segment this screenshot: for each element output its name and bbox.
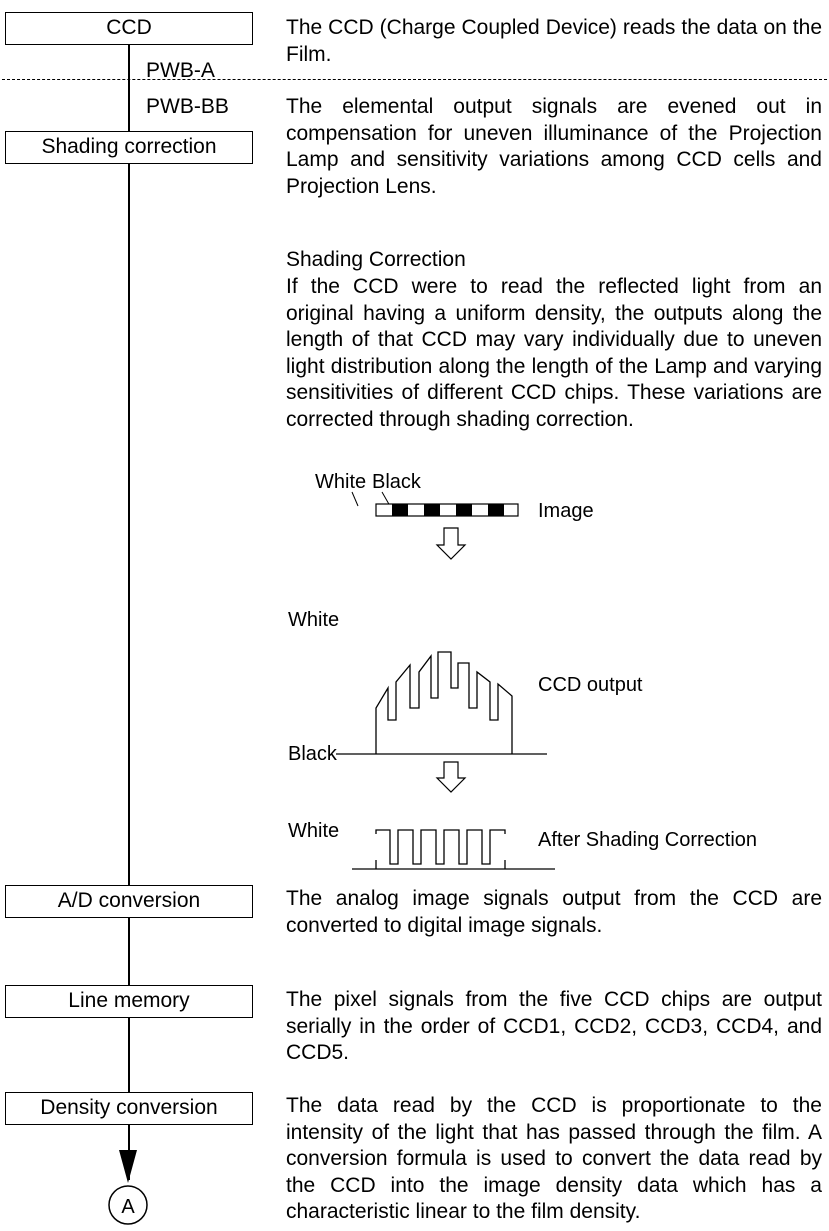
down-arrow-1 [435, 527, 467, 560]
corrected-baseline [352, 860, 555, 870]
fig-black-top: Black [372, 471, 422, 493]
shading-figure: White Black Image White CCD output Black… [288, 471, 757, 865]
line-memory-desc-text: The pixel signals from the five CCD chip… [286, 988, 822, 1064]
fig-white-mid: White [288, 609, 339, 631]
shading-correction-box: Shading correction [5, 131, 253, 164]
fig-white-bottom: White [288, 820, 339, 842]
fig-black-mid: Black [288, 743, 338, 765]
shading-desc-text: The elemental output signals are evened … [286, 95, 822, 198]
fig-image-label: Image [538, 500, 594, 522]
ccd-description: The CCD (Charge Coupled Device) reads th… [286, 15, 822, 68]
pwb-bb-label: PWB-BB [146, 95, 229, 118]
fig-white-top: White [315, 471, 366, 493]
corrected-waveform [375, 829, 506, 865]
shading-description: The elemental output signals are evened … [286, 94, 822, 200]
density-desc-text: The data read by the CCD is proportionat… [286, 1094, 822, 1223]
shading-body-text: If the CCD were to read the reflected li… [286, 275, 822, 431]
flow-line [128, 30, 130, 1180]
flow-end-arrow: A [108, 1150, 148, 1225]
ad-conversion-box: A/D conversion [5, 885, 253, 918]
ad-description: The analog image signals output from the… [286, 886, 822, 939]
line-memory-box: Line memory [5, 985, 253, 1018]
fig-ccd-output-label: CCD output [538, 674, 643, 696]
ccd-box: CCD [5, 12, 253, 45]
ccd-output-waveform [375, 651, 513, 754]
pwb-a-label: PWB-A [146, 59, 215, 82]
image-pattern-strip [375, 503, 519, 517]
down-arrow-2 [435, 761, 467, 793]
shading-body: If the CCD were to read the reflected li… [286, 274, 822, 433]
fig-after-label: After Shading Correction [538, 829, 757, 851]
shading-heading: Shading Correction [286, 247, 822, 274]
ccd-desc-text: The CCD (Charge Coupled Device) reads th… [286, 16, 822, 66]
density-description: The data read by the CCD is proportionat… [286, 1093, 822, 1226]
board-divider [2, 79, 827, 80]
shading-heading-text: Shading Correction [286, 248, 466, 271]
line-memory-description: The pixel signals from the five CCD chip… [286, 987, 822, 1067]
ad-desc-text: The analog image signals output from the… [286, 887, 822, 937]
density-conversion-box: Density conversion [5, 1092, 253, 1125]
connector-a-label: A [121, 1196, 135, 1218]
